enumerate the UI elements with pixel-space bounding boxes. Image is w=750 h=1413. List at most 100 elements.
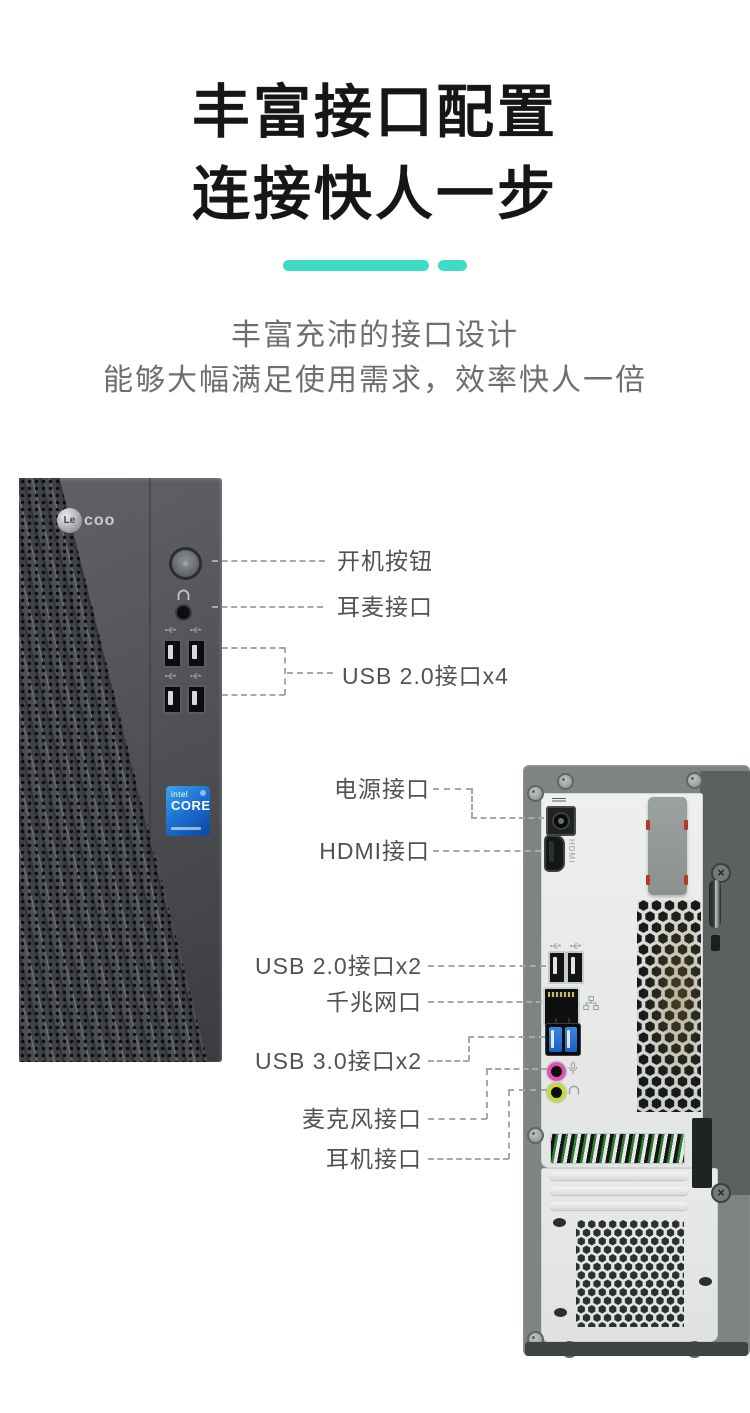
callout-power-port: 电源接口 <box>334 776 430 802</box>
intel-maker-text: intel <box>171 790 189 799</box>
usb-port-front-2 <box>187 639 206 668</box>
usb-icon <box>165 627 177 633</box>
panel-ridge <box>550 1202 688 1210</box>
screw-icon <box>527 785 544 802</box>
cover-clip <box>646 820 650 830</box>
callout-power-button: 开机按钮 <box>337 548 433 574</box>
subtitle-line-1: 丰富充沛的接口设计 <box>231 319 519 352</box>
usb3-ports-rear <box>545 1023 581 1056</box>
pc-rear-view: × × HDMI <box>523 765 750 1358</box>
callout-dash <box>486 1068 547 1070</box>
psu-vent-pattern <box>576 1220 684 1327</box>
side-panel-latch <box>709 880 721 928</box>
callout-dash <box>508 1089 547 1091</box>
kensington-lock-slot <box>711 935 720 951</box>
thumbscrew-icon: × <box>711 1183 731 1203</box>
usb-icon <box>190 673 202 679</box>
vent-inner-glow <box>637 900 701 1112</box>
pci-slot-bracket <box>692 1118 712 1188</box>
hex-vent-pattern <box>637 900 701 1112</box>
callout-dash <box>212 606 323 608</box>
title-line-2: 连接快人一步 <box>191 162 558 227</box>
mic-jack <box>547 1062 566 1081</box>
usb-icon <box>165 673 177 679</box>
rear-chassis-base <box>525 1342 748 1356</box>
callout-dash <box>212 560 325 562</box>
callout-dash <box>468 1037 470 1061</box>
screw-icon <box>686 772 703 789</box>
usb2-port-rear-2 <box>566 951 584 984</box>
pc-front-view: Le coo intel C <box>19 478 222 1062</box>
usb-port-front-1 <box>163 639 182 668</box>
page-subtitle: 丰富充沛的接口设计 能够大幅满足使用需求，效率快人一倍 <box>0 313 750 403</box>
callout-headphone-port: 耳机接口 <box>326 1146 422 1172</box>
lecoo-logo: Le coo <box>57 508 115 533</box>
usb-icon <box>190 627 202 633</box>
screw-icon <box>557 773 574 790</box>
callout-mic-port: 麦克风接口 <box>302 1106 422 1132</box>
callout-dash <box>428 1060 469 1062</box>
mount-hole <box>554 1308 567 1317</box>
callout-usb2-rear: USB 2.0接口x2 <box>255 953 422 979</box>
callout-dash <box>222 647 285 649</box>
callout-dash <box>287 672 333 674</box>
hdmi-port <box>544 835 565 872</box>
callout-dash <box>284 647 286 695</box>
usb-port-front-3 <box>163 685 182 714</box>
front-panel-seam <box>149 478 151 1062</box>
title-underline <box>0 260 750 271</box>
panel-ridge <box>550 1187 688 1195</box>
expansion-slot-grille <box>550 1133 685 1164</box>
hex-vent <box>637 900 701 1112</box>
psu-vent <box>576 1220 684 1327</box>
page-title: 丰富接口配置 连接快人一步 <box>0 72 750 236</box>
subtitle-line-2: 能够大幅满足使用需求，效率快人一倍 <box>103 364 647 397</box>
intel-family-text: CORE <box>171 798 211 813</box>
panel-ridge <box>550 1172 688 1180</box>
usb2-port-rear-1 <box>548 951 566 984</box>
cover-clip <box>684 875 688 885</box>
callout-dash <box>428 1118 487 1120</box>
callout-dash <box>471 788 473 818</box>
accent-bar-long <box>283 260 429 271</box>
callout-dash <box>428 965 546 967</box>
screw-icon <box>527 1127 544 1144</box>
accent-bar-short <box>438 260 467 271</box>
power-button <box>169 547 202 580</box>
intel-core-badge: intel CORE <box>166 786 210 836</box>
rear-cover-plate <box>648 797 687 895</box>
headphone-icon <box>568 1085 580 1095</box>
callout-dash <box>428 1158 509 1160</box>
usb3-port-rear-1 <box>549 1027 562 1052</box>
callout-dash <box>508 1090 510 1159</box>
callout-usb3-rear: USB 3.0接口x2 <box>255 1048 422 1074</box>
callout-dash <box>468 1036 545 1038</box>
callout-dash <box>433 850 541 852</box>
callout-dash <box>428 1001 542 1003</box>
dc-in-marking <box>552 798 566 803</box>
callout-dash <box>433 788 472 790</box>
mic-icon <box>568 1062 578 1075</box>
mount-hole <box>553 1218 566 1227</box>
callout-headset-port: 耳麦接口 <box>337 594 433 620</box>
headset-jack <box>175 604 192 621</box>
usb-icon <box>550 943 562 949</box>
lecoo-logo-badge: Le <box>57 508 82 533</box>
thumbscrew-icon: × <box>711 863 731 883</box>
usb-icon <box>570 943 582 949</box>
callout-usb2-front: USB 2.0接口x4 <box>342 663 509 689</box>
lecoo-logo-text: coo <box>84 511 116 529</box>
callout-dash <box>222 694 285 696</box>
usb-port-front-4 <box>187 685 206 714</box>
usb3-port-rear-2 <box>564 1027 577 1052</box>
callout-lan-port: 千兆网口 <box>326 989 422 1015</box>
cover-clip <box>684 820 688 830</box>
headphone-jack <box>547 1083 566 1102</box>
power-dc-port <box>546 806 576 836</box>
callout-dash <box>486 1069 488 1119</box>
ethernet-port <box>543 987 580 1027</box>
title-line-1: 丰富接口配置 <box>191 80 558 145</box>
mount-hole <box>699 1277 712 1286</box>
cover-clip <box>646 875 650 885</box>
